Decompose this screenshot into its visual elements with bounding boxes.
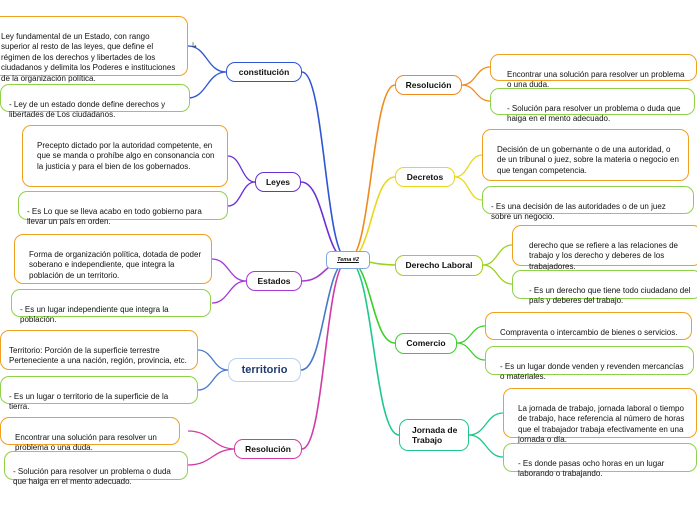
leaf-connector [187, 430, 237, 450]
leaf-connector [211, 280, 247, 304]
leaf-text: derecho que se refiere a las relaciones … [529, 240, 678, 271]
leaf-constitucion-summary[interactable]: - Ley de un estado donde define derechos… [0, 84, 190, 119]
branch-resolucion-left[interactable]: Resolución [234, 439, 302, 459]
leaf-text: Encontrar una solución para resolver un … [507, 69, 685, 90]
leaf-text: - Es donde pasas ocho horas en un lugar … [518, 458, 665, 479]
branch-label: Estados [257, 275, 291, 286]
branch-decretos[interactable]: Decretos [395, 167, 455, 187]
branch-constitucion[interactable]: constitución [226, 62, 302, 82]
leaf-connector [227, 155, 256, 183]
branch-connector [300, 181, 349, 261]
leaf-text: - Es una decisión de las autoridades o d… [491, 201, 666, 222]
leaf-comercio-summary[interactable]: - Es un lugar donde venden y revenden me… [485, 346, 694, 381]
branch-territorio[interactable]: territorio [228, 358, 301, 382]
leaf-jornada-summary[interactable]: - Es donde pasas ocho horas en un lugar … [503, 443, 697, 478]
branch-label: Decretos [406, 171, 444, 182]
leaf-derecho-laboral-definition[interactable]: derecho que se refiere a las relaciones … [512, 225, 697, 271]
leaf-connector [187, 45, 227, 73]
central-topic[interactable]: Tema #2 [326, 251, 370, 269]
leaf-derecho-laboral-summary[interactable]: - Es un derecho que tiene todo ciudadano… [512, 270, 697, 305]
branch-connector [301, 259, 349, 450]
branch-label: territorio [241, 363, 288, 376]
leaf-text: - Solución para resolver un problema o d… [13, 466, 171, 487]
leaf-connector [187, 448, 237, 466]
leaf-text: - Es un derecho que tiene todo ciudadano… [529, 285, 691, 306]
leaf-leyes-definition[interactable]: Precepto dictado por la autoridad compet… [22, 125, 228, 187]
leaf-estados-definition[interactable]: Forma de organización política, dotada d… [14, 234, 212, 284]
leaf-connector [187, 71, 227, 99]
leaf-text: - Es un lugar independiente que integra … [20, 304, 169, 325]
branch-label: Resolución [245, 443, 291, 454]
branch-comercio[interactable]: Comercio [395, 333, 457, 354]
leaf-text: Ley fundamental de un Estado, con rango … [1, 31, 176, 83]
branch-estados[interactable]: Estados [246, 271, 302, 291]
leaf-text: Compraventa o intercambio de bienes o se… [500, 327, 678, 337]
leaf-estados-summary[interactable]: - Es un lugar independiente que integra … [11, 289, 211, 324]
leaf-text: - Solución para resolver un problema o d… [507, 103, 681, 124]
leaf-comercio-definition[interactable]: Compraventa o intercambio de bienes o se… [485, 312, 692, 340]
leaf-resolucion-right-definition[interactable]: Encontrar una solución para resolver un … [490, 54, 697, 89]
leaf-connector [456, 342, 486, 361]
branch-label: Leyes [265, 176, 291, 187]
branch-connector [301, 71, 349, 261]
leaf-text: - Es un lugar o territorio de la superfi… [9, 391, 169, 412]
leaf-connector [482, 264, 513, 285]
leaf-connector [454, 176, 483, 201]
branch-jornada-trabajo[interactable]: Jornada de Trabajo [399, 419, 469, 451]
branch-label: Jornada de Trabajo [412, 424, 458, 446]
leaf-jornada-definition[interactable]: La jornada de trabajo, jornada laboral o… [503, 388, 697, 444]
leaf-connector [482, 244, 513, 266]
branch-connector [347, 84, 396, 261]
leaf-territorio-definition[interactable]: Territorio: Porción de la superficie ter… [0, 330, 198, 370]
leaf-text: - Ley de un estado donde define derechos… [9, 99, 166, 120]
leaf-resolucion-left-summary[interactable]: - Solución para resolver un problema o d… [4, 451, 188, 486]
branch-leyes[interactable]: Leyes [255, 172, 301, 192]
leaf-resolucion-left-definition[interactable]: Encontrar una solución para resolver un … [0, 417, 180, 452]
leaf-connector [461, 66, 491, 86]
branch-connector [347, 176, 396, 261]
leaf-text: Forma de organización política, dotada d… [29, 249, 202, 280]
branch-label: constitución [238, 66, 290, 77]
branch-derecho-laboral[interactable]: Derecho Laboral [395, 255, 483, 276]
branch-label: Derecho Laboral [405, 260, 473, 271]
leaf-connector [468, 434, 504, 458]
leaf-decretos-definition[interactable]: Decisión de un gobernante o de una autor… [482, 129, 689, 181]
leaf-connector [197, 349, 229, 371]
leaf-text: Territorio: Porción de la superficie ter… [9, 345, 187, 366]
leaf-resolucion-right-summary[interactable]: - Solución para resolver un problema o d… [490, 88, 695, 123]
branch-connector [347, 259, 400, 436]
leaf-connector [468, 412, 504, 436]
leaf-text: La jornada de trabajo, jornada laboral o… [518, 403, 685, 445]
leaf-connector [211, 258, 247, 282]
branch-label: Comercio [406, 338, 446, 349]
leaf-connector [456, 325, 486, 344]
branch-label: Resolución [405, 79, 452, 90]
leaf-text: Decisión de un gobernante o de una autor… [497, 144, 679, 175]
leaf-text: - Es Lo que se lleva acabo en todo gobie… [27, 206, 202, 227]
link-icon: ↳ [191, 41, 198, 50]
leaf-connector [454, 154, 483, 178]
leaf-connector [461, 84, 491, 102]
leaf-leyes-summary[interactable]: - Es Lo que se lleva acabo en todo gobie… [18, 191, 228, 226]
central-topic-label: Tema #2 [337, 257, 359, 263]
leaf-text: Precepto dictado por la autoridad compet… [37, 140, 215, 171]
leaf-text: Encontrar una solución para resolver un … [15, 432, 157, 453]
leaf-connector [197, 369, 229, 391]
leaf-text: - Es un lugar donde venden y revenden me… [500, 361, 684, 382]
branch-resolucion-right[interactable]: Resolución [395, 75, 462, 95]
leaf-connector [227, 181, 256, 207]
leaf-constitucion-definition[interactable]: Ley fundamental de un Estado, con rango … [0, 16, 188, 83]
leaf-decretos-summary[interactable]: - Es una decisión de las autoridades o d… [482, 186, 694, 221]
leaf-territorio-summary[interactable]: - Es un lugar o territorio de la superfi… [0, 376, 198, 411]
